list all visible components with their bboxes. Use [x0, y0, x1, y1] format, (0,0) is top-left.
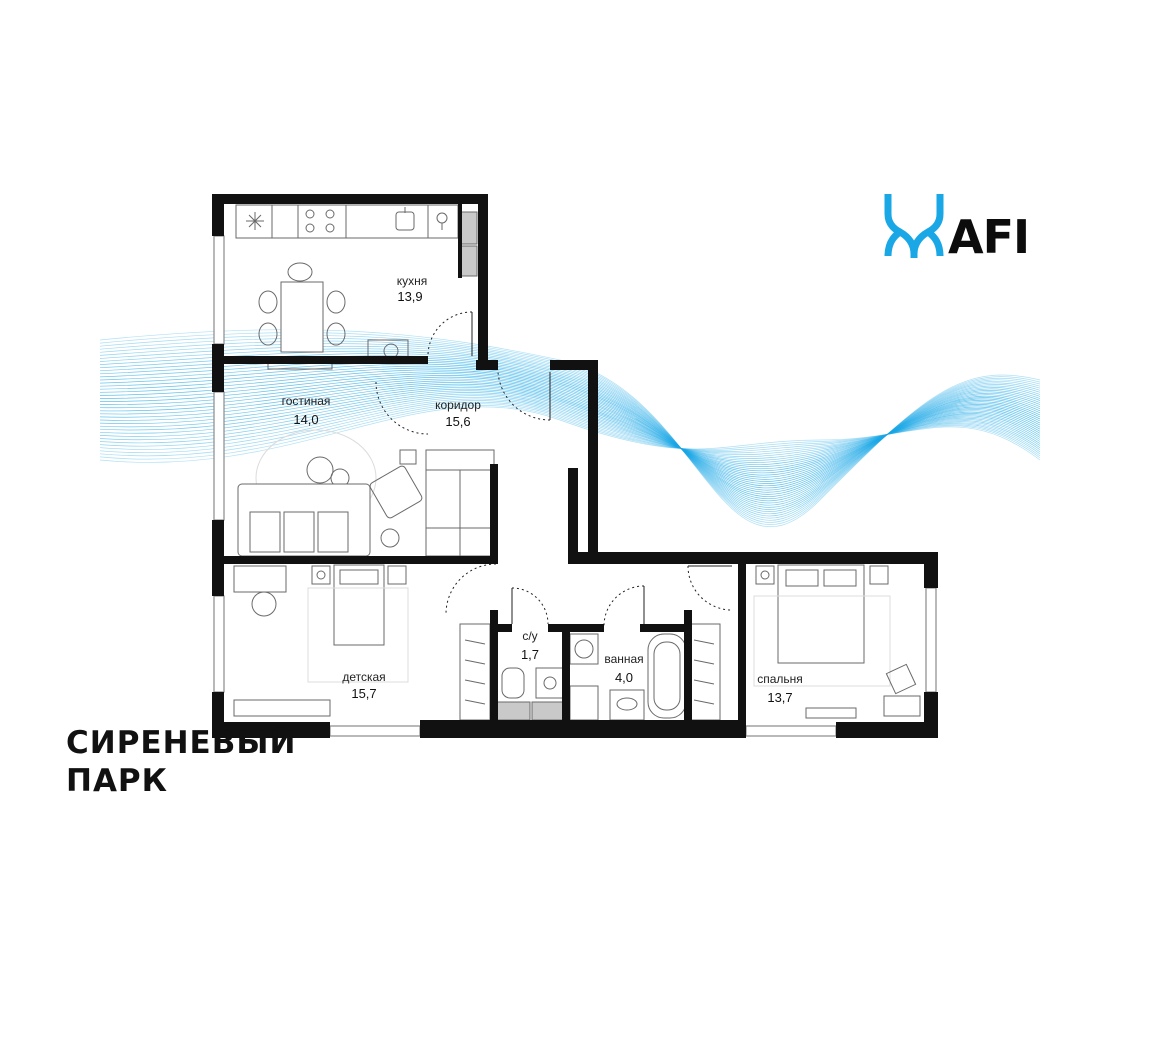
- wave-line: [99, 382, 1041, 476]
- wave-line: [99, 406, 1041, 463]
- wardrobe-icon: [459, 623, 491, 721]
- bathtub-icon: [647, 633, 687, 719]
- room-name-wc: с/у: [522, 629, 537, 643]
- room-name-kids: детская: [342, 670, 385, 684]
- wave-line: [99, 392, 1041, 463]
- wave-line: [99, 401, 1041, 455]
- room-name-living: гостиная: [282, 394, 331, 408]
- wave-line: [99, 395, 1041, 459]
- project-title: СИРЕНЕВЫЙ ПАРК: [66, 724, 296, 800]
- walls: [212, 194, 938, 738]
- washing-machine-icon: [569, 633, 599, 665]
- logo-text: AFI: [948, 210, 1030, 264]
- wave-line: [99, 388, 1041, 467]
- room-name-bathroom: ванная: [604, 652, 643, 666]
- doors: [375, 311, 733, 627]
- room-area-corridor: 15,6: [445, 414, 470, 429]
- room-area-kids: 15,7: [351, 686, 376, 701]
- wave-line: [99, 400, 1041, 454]
- toilet-icon: [501, 667, 525, 699]
- room-area-wc: 1,7: [521, 647, 539, 662]
- room-labels: кухня 13,9 гостиная 14,0 коридор 15,6 де…: [282, 274, 803, 705]
- sink-icon: [395, 207, 415, 231]
- wave-line: [99, 405, 1041, 460]
- room-area-bedroom: 13,7: [767, 690, 792, 705]
- room-area-bathroom: 4,0: [615, 670, 633, 685]
- wave-line: [99, 387, 1041, 470]
- sofa-icon: [237, 465, 423, 557]
- wave-line: [99, 385, 1041, 472]
- bed-icon: [333, 564, 385, 646]
- wave-line: [99, 396, 1041, 457]
- room-name-bedroom: спальня: [757, 672, 803, 686]
- project-title-line2: ПАРК: [66, 763, 168, 799]
- room-name-kitchen: кухня: [397, 274, 428, 288]
- project-title-line1: СИРЕНЕВЫЙ: [66, 725, 297, 761]
- wave-line: [99, 403, 1041, 457]
- room-area-kitchen: 13,9: [397, 289, 422, 304]
- wave-line: [99, 393, 1041, 461]
- dining-table-icon: [258, 262, 346, 353]
- room-name-corridor: коридор: [435, 398, 481, 412]
- room-area-living: 14,0: [293, 412, 318, 427]
- wave-line: [99, 390, 1041, 465]
- afi-logo-icon: [884, 194, 944, 258]
- fridge-icon: [246, 212, 264, 230]
- stove-icon: [305, 209, 335, 233]
- wave-line: [99, 398, 1041, 456]
